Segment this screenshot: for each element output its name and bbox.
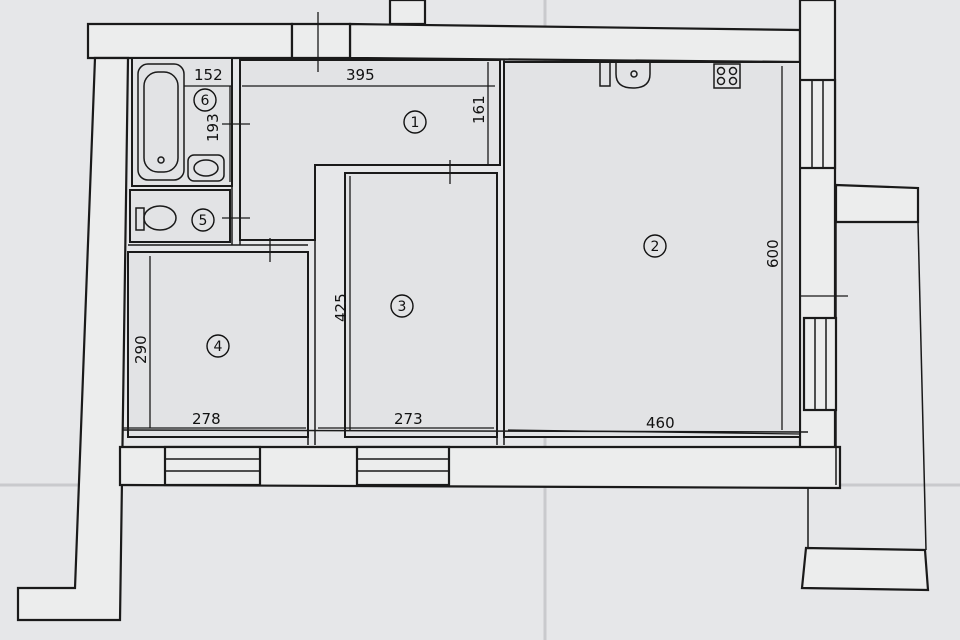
dim-room3-depth: 425 — [332, 293, 350, 322]
room-number-2: 2 — [643, 234, 667, 258]
window-bottom-middle — [355, 445, 451, 487]
wall-right — [798, 0, 837, 487]
wall-stub-top — [388, 0, 427, 26]
room-number-4: 4 — [206, 334, 230, 358]
dim-room2-depth: 600 — [764, 239, 782, 268]
dim-room4-width: 278 — [192, 410, 221, 428]
dim-bath-length: 193 — [204, 113, 222, 142]
sink-icon — [599, 61, 651, 89]
balcony-edge — [917, 221, 927, 551]
interior-rooms — [121, 12, 809, 445]
windows-right — [788, 78, 848, 412]
window-bottom-left — [163, 445, 262, 487]
dim-hall-depth: 161 — [470, 95, 488, 124]
room-number-6: 6 — [193, 88, 217, 112]
svg-text:5: 5 — [199, 213, 208, 229]
room-6-bathroom — [131, 57, 233, 187]
room-number-3: 3 — [390, 294, 414, 318]
window-right-lower — [802, 316, 838, 412]
washbasin-icon — [187, 154, 225, 182]
wall-top-left — [86, 22, 294, 60]
wall-top-right — [348, 22, 802, 64]
dim-bath-width: 152 — [194, 66, 223, 84]
room-number-1: 1 — [403, 110, 427, 134]
toilet-icon — [135, 205, 177, 231]
dim-room4-depth: 290 — [132, 335, 150, 364]
windows-bottom — [163, 445, 451, 487]
svg-text:1: 1 — [411, 115, 420, 131]
room-number-5: 5 — [191, 208, 215, 232]
dimension-lines — [122, 62, 801, 435]
wall-bottom — [118, 445, 842, 490]
dim-room2-width: 460 — [646, 414, 675, 432]
balcony-wall-top — [834, 183, 920, 224]
svg-text:2: 2 — [651, 239, 660, 255]
window-right-upper — [798, 78, 837, 170]
bathtub-icon — [137, 63, 185, 181]
wall-top-opening — [290, 22, 352, 60]
room-3 — [344, 172, 498, 438]
room-4 — [127, 251, 309, 438]
dim-room3-width: 273 — [394, 410, 423, 428]
room-5-toilet — [129, 189, 231, 243]
svg-text:4: 4 — [214, 339, 223, 355]
stove-icon — [713, 63, 741, 89]
room-2-living — [503, 61, 801, 438]
svg-text:6: 6 — [201, 93, 210, 109]
dim-hall-width: 395 — [346, 66, 375, 84]
wall-left — [16, 56, 130, 622]
svg-text:3: 3 — [398, 299, 407, 315]
balcony-wall-bottom — [800, 546, 930, 592]
